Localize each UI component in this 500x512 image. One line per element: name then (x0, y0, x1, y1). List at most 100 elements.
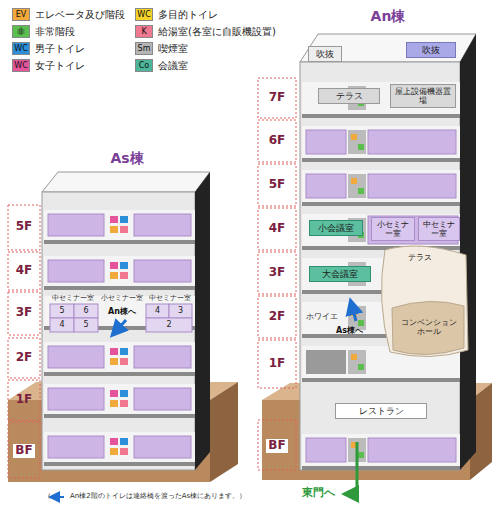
convention-hall-shape (392, 301, 464, 354)
legend-icon-text: WC (13, 43, 29, 54)
legend-text: 給湯室(各室に自販機設置) (158, 26, 276, 38)
building: As棟 (42, 150, 212, 480)
legend-row: K 給湯室(各室に自販機設置) (135, 25, 276, 38)
legend-row: EVエレベータ及び階段 (12, 8, 125, 21)
legend-row: WC男子トイレ (12, 42, 85, 55)
legend-swatch: Sm (135, 42, 153, 55)
seminar-room-text: 中セミナー室 (421, 220, 457, 238)
room-number: 3 (169, 306, 192, 315)
floor-label: 3F (8, 306, 40, 320)
legend-icon-text: WC (136, 9, 152, 20)
void-area: 吹抜 (308, 46, 342, 62)
room-number: 5 (50, 306, 74, 315)
legend-text: 喫煙室 (158, 43, 188, 55)
floor-frame (8, 205, 40, 250)
room-number: 4 (146, 306, 169, 315)
convention-hall: コンベンションホール (396, 316, 462, 338)
floor-frame (258, 420, 296, 470)
floor-label: 6F (258, 134, 296, 148)
building-body (42, 192, 195, 470)
void-area: 吹抜 (406, 42, 456, 58)
legend-icon-text: Sm (136, 43, 152, 54)
room-label: 小セミナー室 (98, 294, 146, 302)
legend-row: 非非常階段 (12, 25, 75, 38)
seminar-room-text: 小セミナー室 (374, 220, 412, 238)
direction-label: ホワイエ (306, 312, 338, 321)
floor-label: 3F (8, 306, 40, 320)
floor-slab (44, 210, 195, 244)
floor-label: 4F (8, 264, 40, 278)
floor-label: BF (13, 444, 34, 458)
convention-hall-shape (381, 246, 468, 357)
meeting-room: 小会議室 (309, 220, 363, 236)
floor-slab (302, 170, 460, 206)
floor-frame (8, 252, 40, 290)
legend-row: Sm 喫煙室 (135, 42, 188, 55)
floor-frame (258, 340, 296, 388)
legend-icon-text: 非 (13, 26, 29, 37)
floor-label: BF (258, 438, 296, 453)
room-number: 5 (74, 320, 98, 329)
floor-slab (74, 304, 98, 318)
floor-slab (50, 318, 74, 332)
floor-label: 4F (258, 222, 296, 236)
note: An棟2階のトイレは連絡橋を渡ったAs棟にあります。） (70, 492, 246, 500)
legend-swatch: Co (135, 59, 153, 72)
room-number: 6 (74, 306, 98, 315)
terrace-text: テラス (402, 253, 438, 262)
floor-label: 4F (258, 222, 296, 236)
floor-label: 5F (258, 178, 296, 192)
floor-frame (258, 208, 296, 250)
floor-label: 2F (258, 310, 296, 324)
floor-frame (8, 422, 40, 478)
note: （ (44, 492, 51, 500)
legend-icon-text: EV (13, 9, 29, 20)
floor-slab (169, 304, 192, 318)
direction-label: 東門へ (302, 487, 335, 500)
direction-label: As棟へ (336, 326, 363, 335)
note: An棟2階のトイレは連絡橋を渡ったAs棟にあります。） (70, 492, 246, 500)
restaurant: レストラン (335, 403, 427, 419)
room-number: 5 (50, 306, 74, 315)
legend-text: 女子トイレ (35, 60, 85, 72)
floor-frame (8, 338, 40, 378)
terrace-text: テラス (321, 91, 377, 101)
floor-slab (44, 384, 195, 418)
ground (210, 382, 238, 482)
convention-hall-text: コンベンションホール (398, 318, 460, 336)
equipment-area-text: 屋上設備機器置場 (393, 87, 453, 105)
legend-swatch: WC (12, 59, 30, 72)
floor-label: 3F (258, 266, 296, 280)
note: （ (44, 492, 51, 500)
direction-label: As棟へ (336, 326, 363, 335)
legend-text: 多目的トイレ (158, 9, 218, 21)
convention-hall-shape (381, 246, 468, 357)
floor-label: 7F (258, 91, 296, 105)
floor-frame (258, 252, 296, 294)
direction-label: An棟へ (100, 307, 144, 316)
floor-label: 1F (8, 393, 40, 407)
floor-label: 6F (258, 134, 296, 148)
floor-slab (44, 432, 195, 466)
terrace: テラス (318, 88, 380, 104)
legend-row: WC 女子トイレ (12, 59, 85, 72)
building-body (195, 172, 210, 470)
room-label: 小セミナー室 (98, 294, 146, 302)
building: An棟吹抜吹抜テラス屋上設備機器置場小会議室小セミナー室中セミナー室テラス大会議… (300, 8, 476, 473)
legend-icon-text: K (136, 26, 152, 37)
room-number: 5 (74, 320, 98, 329)
room-number: 3 (169, 306, 192, 315)
floor-frame (258, 296, 296, 338)
legend-row: Co会議室 (135, 59, 188, 72)
building-body (460, 34, 476, 470)
floor-label: 7F (258, 91, 296, 105)
floor-slab (302, 126, 460, 162)
legend-swatch: 非 (12, 25, 30, 38)
legend-row: WC 多目的トイレ (135, 8, 218, 21)
floor-label: 5F (258, 178, 296, 192)
room-label: 中セミナー室 (146, 294, 194, 302)
legend-icon-text: Co (136, 60, 152, 71)
building-body (42, 172, 210, 192)
void-area-text: 吹抜 (311, 49, 339, 59)
floor-frame (258, 78, 296, 118)
